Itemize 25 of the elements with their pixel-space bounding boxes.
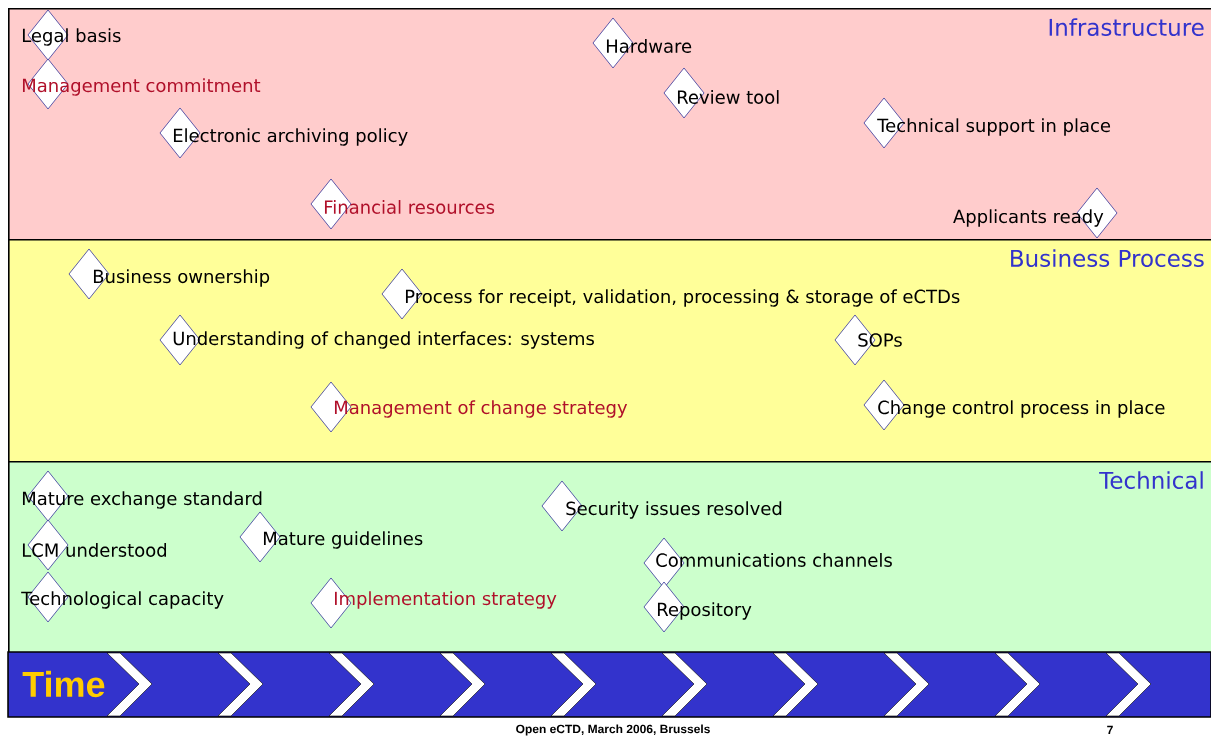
milestone-label: Management commitment bbox=[23, 78, 261, 96]
footer-text: Open eCTD, March 2006, Brussels bbox=[516, 724, 710, 736]
milestone-label: Mature exchange standard bbox=[23, 491, 262, 509]
footer-text: 7 bbox=[1107, 725, 1113, 735]
milestone-label: LCM understood bbox=[23, 543, 166, 557]
milestone-label: Technical support in place bbox=[877, 118, 1111, 136]
milestone-label: Process for receipt, validation, processing & storage of eCTDs bbox=[406, 289, 960, 307]
milestone-label: Mature guidelines bbox=[264, 531, 423, 549]
milestone-label: Management of change strategy bbox=[335, 400, 628, 418]
milestone-label: Financial resources bbox=[325, 200, 495, 214]
milestone-label: Business ownership bbox=[94, 269, 270, 287]
milestone-label: Legal basis bbox=[23, 28, 121, 46]
milestone-label: Technological capacity bbox=[21, 591, 224, 609]
milestone-label: Review tool bbox=[678, 90, 779, 104]
milestone-label: Implementation strategy bbox=[335, 591, 557, 609]
milestone-label: Understanding of changed interfaces: systems bbox=[173, 331, 594, 349]
milestone-label: Change control process in place bbox=[878, 400, 1165, 418]
milestone-label: Communications channels bbox=[656, 553, 892, 567]
milestone-label: Security issues resolved bbox=[566, 501, 782, 519]
milestone-label: Electronic archiving policy bbox=[174, 128, 408, 146]
milestone-label: Applicants ready bbox=[953, 209, 1104, 227]
milestone-label: SOPs bbox=[858, 333, 902, 347]
milestone-label: Hardware bbox=[607, 39, 692, 53]
time-label: Time bbox=[22, 670, 105, 698]
milestone-label: Repository bbox=[658, 602, 752, 620]
